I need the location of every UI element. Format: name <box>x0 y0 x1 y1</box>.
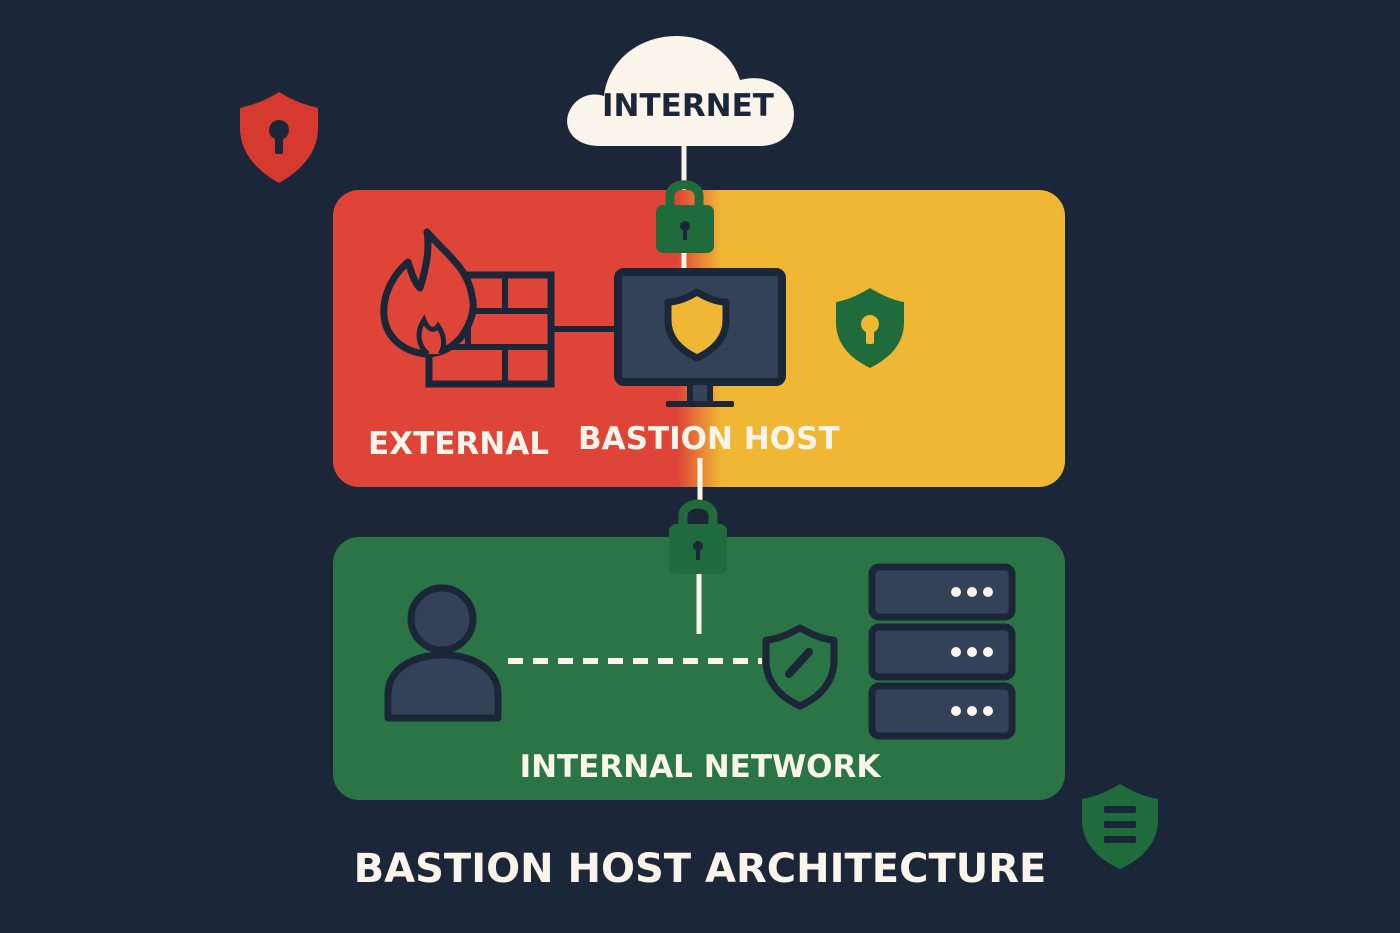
external-label: EXTERNAL <box>368 426 549 462</box>
shield-keyhole-icon <box>836 288 904 368</box>
shield-list-icon <box>1082 784 1158 869</box>
internet-label: INTERNET <box>602 88 774 124</box>
user-icon <box>384 584 502 722</box>
monitor-shield-icon <box>614 268 786 407</box>
cloud-icon <box>567 36 794 146</box>
shield-check-icon <box>762 624 838 710</box>
bastion-host-label: BASTION HOST <box>578 421 840 457</box>
server-stack-icon <box>868 563 1016 740</box>
diagram-title: BASTION HOST ARCHITECTURE <box>354 846 1047 892</box>
shield-keyhole-icon <box>240 92 318 183</box>
internal-network-label: INTERNAL NETWORK <box>520 749 882 785</box>
padlock-icon <box>656 180 714 253</box>
padlock-icon <box>669 499 727 574</box>
